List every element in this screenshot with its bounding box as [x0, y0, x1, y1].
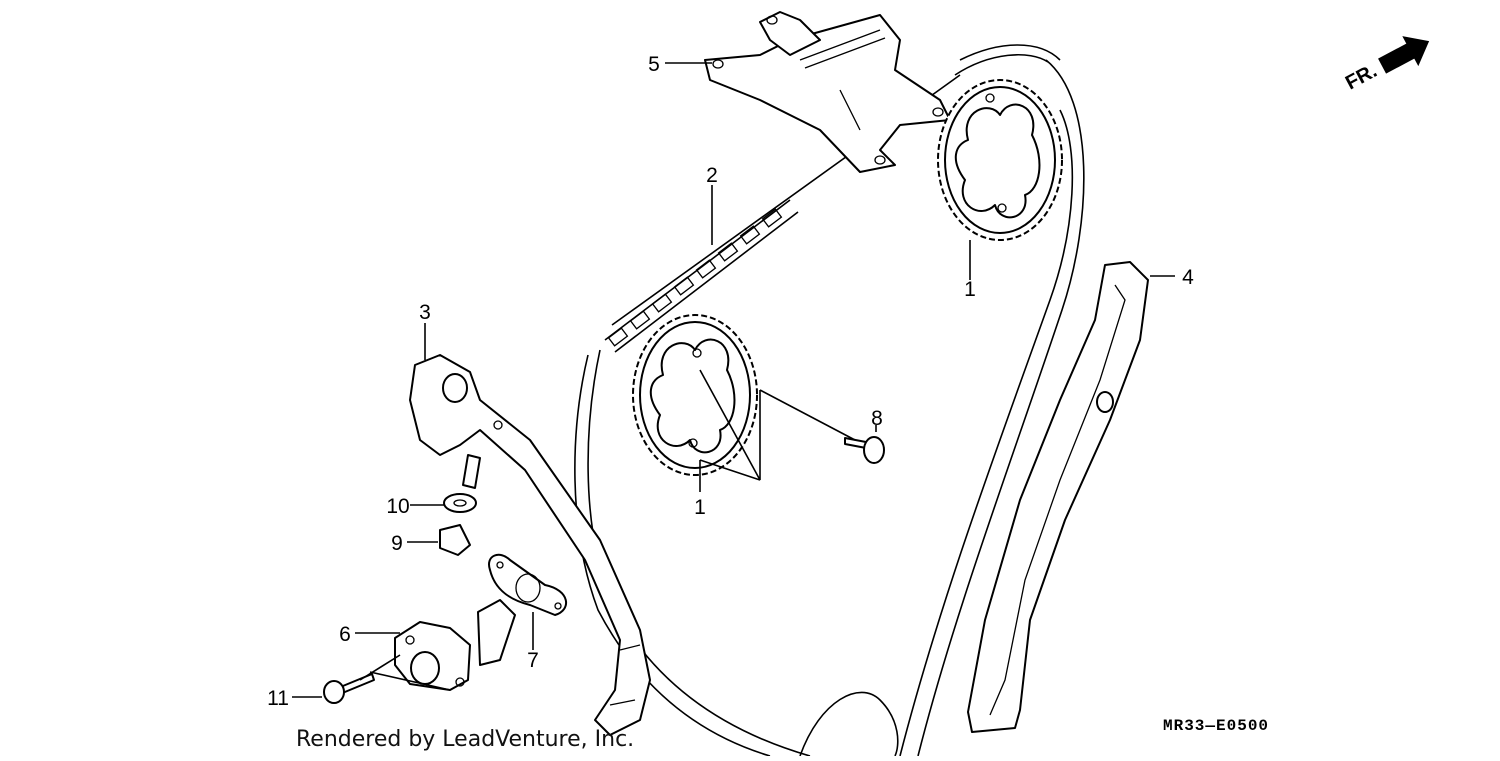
flange-bolt-8 — [844, 436, 885, 464]
cam-chain-loop — [574, 44, 1085, 757]
direction-label: FR. — [1342, 60, 1381, 95]
callout-1-upper: 1 — [964, 278, 976, 301]
render-credit: Rendered by LeadVenture, Inc. — [296, 727, 634, 752]
cam-sprocket-upper — [937, 79, 1063, 241]
callout-8: 8 — [871, 407, 883, 430]
diagram-code: MR33—E0500 — [1163, 717, 1269, 735]
leader-lines — [292, 62, 1175, 698]
callout-7: 7 — [527, 649, 539, 672]
washer-10 — [443, 493, 477, 513]
front-direction-indicator: FR. — [1342, 36, 1430, 95]
callout-11: 11 — [267, 687, 289, 710]
flange-bolt-11 — [323, 673, 375, 704]
chain-guide-slipper — [967, 261, 1149, 733]
nut-9 — [439, 524, 471, 556]
callout-5: 5 — [648, 53, 660, 76]
callout-9: 9 — [391, 532, 403, 555]
chain-guide-bracket — [704, 11, 951, 173]
tensioner-arm — [409, 354, 651, 736]
lifter-gasket — [488, 553, 567, 616]
callout-2: 2 — [706, 164, 718, 187]
cam-sprocket-lower — [632, 314, 758, 476]
callout-6: 6 — [339, 623, 351, 646]
callout-1-lower: 1 — [694, 496, 706, 519]
callout-3: 3 — [419, 301, 431, 324]
tensioner-lifter — [394, 599, 516, 691]
front-arrow-icon — [1378, 36, 1430, 74]
callout-10: 10 — [386, 495, 409, 518]
callout-4: 4 — [1182, 266, 1194, 289]
